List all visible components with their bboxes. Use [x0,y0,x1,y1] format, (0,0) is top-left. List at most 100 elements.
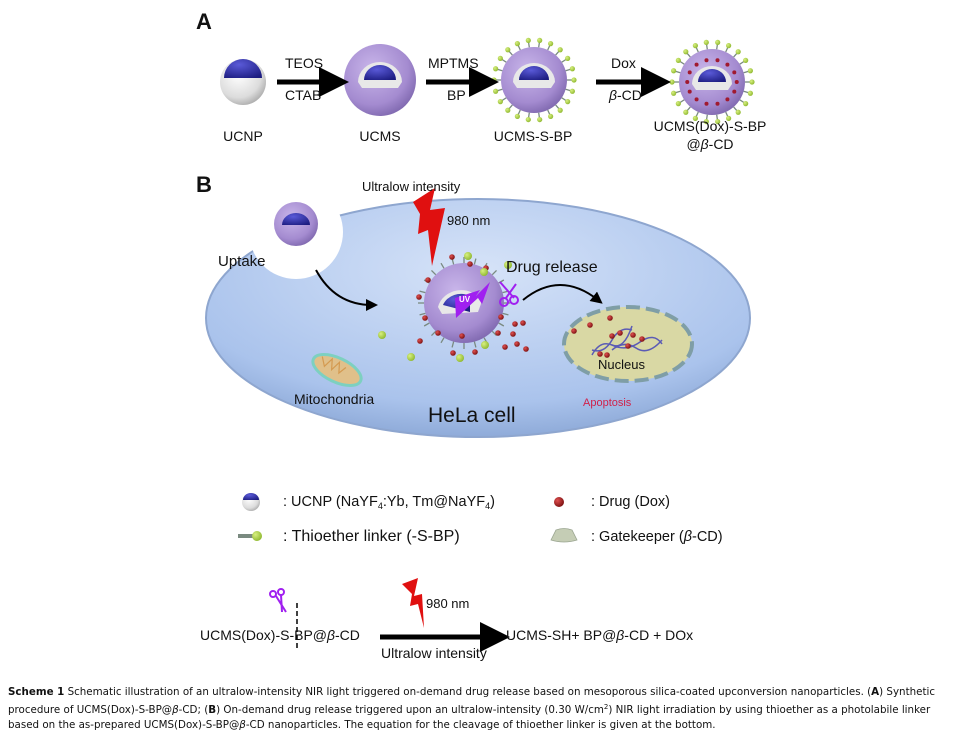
linker-head [715,39,721,46]
panel-b-letter: B [196,172,212,197]
ultralow-intensity-label: Ultralow intensity [362,179,461,194]
equation-wavelength: 980 nm [426,596,470,611]
mitochondria [311,353,363,387]
linker-head [565,99,571,105]
linker-head [683,109,689,115]
step-label-ucms-s-bp: UCMS-S-BP [493,128,573,144]
linker-stem [491,330,497,336]
linker-head [557,47,563,53]
drug-dot [435,330,441,336]
ucms-particle [344,44,416,116]
legend-gatekeeper-label: : Gatekeeper (β-CD) [591,529,723,545]
linker-head [569,66,575,72]
dox-dot [704,58,709,63]
drug-dot [597,351,603,357]
linker-head [747,90,753,96]
drug-release-arrow [522,284,603,304]
drug-dot [607,315,613,321]
drug-dot [472,349,478,355]
linker-head [675,101,681,107]
legend-linker-label: : Thioether linker (-S-BP) [283,528,460,545]
linker-head [703,118,709,125]
linker-head [505,47,511,53]
dox-dot [704,101,709,106]
linker-head [571,77,577,83]
dox-dot [694,97,699,102]
drug-dot [609,333,615,339]
linker-stem [440,262,445,269]
uv-label: UV [459,295,471,304]
legend-drug-icon [554,497,564,507]
linker-stem [473,258,477,265]
equation-condition: Ultralow intensity [381,645,487,661]
drug-dot [630,332,636,338]
ucms-s-bp-particle [491,37,577,123]
linker-stem [440,337,445,344]
step-label-ucms: UCMS [359,128,401,144]
dox-dot [725,97,730,102]
linker-head [715,118,721,125]
apoptosis-label: Apoptosis [583,397,632,409]
linker-head [548,41,554,47]
linker-head [537,116,543,123]
linker-head [692,43,698,49]
linker-stem [419,312,426,316]
linker-head [497,99,503,105]
panel-a-letter: A [196,9,212,34]
gatekeeper-dot [378,331,386,339]
dox-dot [687,89,692,94]
uv-bolt-icon [455,282,490,318]
linker-head [743,101,749,107]
scheme-caption: Scheme 1 Schematic illustration of an ul… [8,686,936,731]
arrow3-top-label: Dox [611,55,636,71]
linker-head [491,77,497,83]
arrow1-top-label: TEOS [285,55,324,71]
linker-head [548,113,554,119]
linker-head [671,68,677,74]
drug-dot [520,320,526,326]
linker-head [537,37,543,44]
ucms-dox-s-bp-cd-particle [669,39,755,125]
linker-head [726,115,732,121]
linker-head [671,90,677,96]
linker-head [735,109,741,115]
drug-dot [617,330,623,336]
step-label-ucnp: UCNP [223,128,263,144]
legend-linker-icon [238,531,262,541]
dox-dot [715,58,720,63]
uptake-arrow [315,269,378,311]
drug-dot [425,277,431,283]
dox-dot [725,62,730,67]
linker-head [514,41,520,47]
drug-dot [639,336,645,342]
legend-ucnp-label: : UCNP (NaYF4:Yb, Tm@NaYF4) [283,494,495,511]
linker-stem [491,270,497,276]
linker-stem [502,312,509,316]
linker-head [669,79,675,85]
legend-drug-label: : Drug (Dox) [591,494,670,510]
linker-head [514,113,520,119]
linker-head [493,66,499,72]
gatekeeper-dot [407,353,415,361]
drug-dot [571,328,577,334]
linker-stem [498,322,505,327]
drug-dot [604,352,610,358]
linker-head [565,55,571,61]
equation-laser-bolt-icon [402,578,424,628]
drug-dot [449,254,455,260]
wavelength-label: 980 nm [447,213,491,228]
linker-head [505,107,511,113]
drug-dot [502,344,508,350]
linker-stem [473,341,477,348]
linker-head [569,88,575,94]
linker-head [557,107,563,113]
gatekeeper-dot [464,252,472,260]
drug-dot [514,341,520,347]
equation-reactant: UCMS(Dox)-S-BP@β-CD [200,627,360,643]
drug-dot [450,350,456,356]
laser-bolt-icon [413,188,445,266]
ucnp-particle [220,59,266,105]
equation-scissors-icon [269,588,287,613]
scissors-icon [499,281,519,307]
